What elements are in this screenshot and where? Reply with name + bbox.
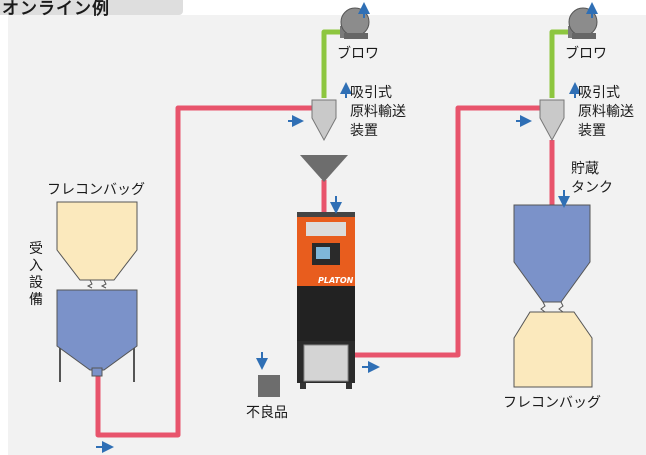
receiving-equipment-char-4: 備 [29, 292, 43, 308]
conveyor-right-label-line2: 原料輸送 [578, 104, 634, 120]
pipe-green-left [321, 29, 345, 98]
blower-right-label: ブロワ [565, 46, 607, 62]
separator-right-icon [539, 99, 565, 142]
storage-tank-icon [513, 204, 591, 313]
flexible-bag-right-icon [513, 311, 593, 388]
receiving-equipment-char-3: 設 [29, 275, 43, 291]
conveyor-left-label-line1: 吸引式 [350, 85, 392, 101]
conveyor-right-label-line3: 装置 [578, 123, 606, 139]
pipe-main-left [95, 105, 318, 438]
hopper-funnel-icon [300, 155, 348, 182]
receiving-tank-icon [56, 289, 138, 382]
conveyor-right-label-line1: 吸引式 [578, 85, 620, 101]
blower-left-label: ブロワ [337, 46, 379, 62]
defective-bin-icon [258, 375, 280, 397]
blower-right-icon [568, 7, 598, 39]
machine-brand-text: PLATON [318, 276, 354, 285]
conveyor-left-label-line2: 原料輸送 [350, 104, 406, 120]
header-tab [0, 0, 183, 15]
storage-tank-label-line1: 貯蔵 [571, 161, 599, 177]
storage-tank-label-line2: タンク [571, 180, 613, 196]
flexible-bag-left-label: フレコンバッグ [47, 182, 145, 198]
pipe-green-right [549, 29, 573, 98]
conveyor-left-label-line3: 装置 [350, 123, 378, 139]
flow-arrows [96, 2, 598, 453]
sorting-machine-icon [297, 212, 355, 389]
flexible-bag-right-label: フレコンバッグ [503, 395, 601, 411]
flexible-bag-left-icon [56, 201, 138, 289]
pipe-machine-to-right [346, 105, 545, 358]
blower-left-icon [340, 7, 370, 39]
receiving-equipment-char-2: 入 [29, 258, 43, 274]
defective-label: 不良品 [246, 405, 288, 421]
page-title: オンライン例 [2, 0, 110, 19]
receiving-equipment-char-1: 受 [29, 241, 43, 257]
separator-left-icon [311, 99, 337, 142]
